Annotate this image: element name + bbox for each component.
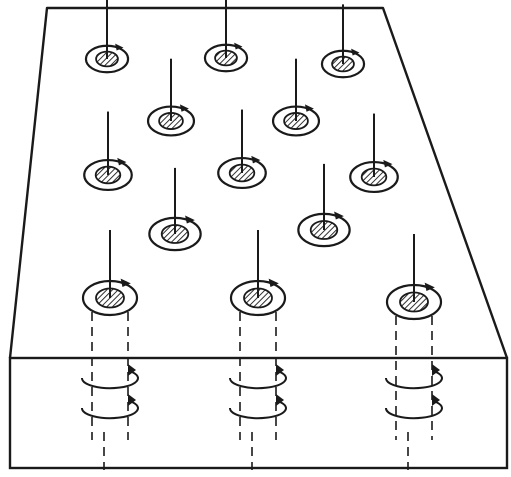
circulation-arrowhead	[383, 159, 393, 168]
circulation-arrowhead	[179, 104, 189, 112]
vortex-7	[217, 109, 267, 190]
vortex-13	[385, 234, 443, 321]
induced-current-loop	[80, 401, 139, 420]
flux-tube-3	[384, 316, 443, 470]
induced-current-loop	[228, 371, 287, 390]
vortex-field	[80, 0, 443, 470]
induced-current-loop	[384, 371, 443, 390]
vortex-4	[146, 58, 196, 137]
induced-current-loop	[80, 371, 139, 390]
coil-arrowhead	[276, 364, 284, 376]
circulation-arrowhead	[251, 155, 261, 164]
circulation-arrowhead	[234, 42, 243, 50]
vortex-6	[83, 111, 133, 192]
circulation-arrowhead	[334, 211, 344, 220]
circulation-arrowhead	[117, 157, 127, 166]
induced-current-loop	[228, 401, 287, 420]
circulation-arrowhead	[120, 278, 131, 287]
circulation-arrowhead	[115, 43, 124, 51]
induced-current-loop	[384, 401, 443, 420]
circulation-arrowhead	[185, 215, 195, 224]
vortex-2	[203, 0, 249, 73]
coil-arrowhead	[432, 394, 440, 406]
flux-tube-2	[228, 312, 287, 470]
circulation-arrowhead	[424, 282, 435, 291]
vortex-3	[320, 4, 366, 79]
slab-front-face	[8, 356, 509, 470]
coil-arrowhead	[276, 394, 284, 406]
coil-arrowhead	[128, 394, 136, 406]
coil-arrowhead	[128, 364, 136, 376]
vortex-5	[271, 58, 321, 137]
vortex-12	[229, 230, 287, 317]
vortex-8	[349, 113, 399, 194]
circulation-arrowhead	[351, 48, 360, 56]
circulation-arrowhead	[304, 104, 314, 112]
coil-arrowhead	[432, 364, 440, 376]
slab-top-edges	[8, 6, 509, 359]
flux-tube-1	[80, 312, 139, 470]
circulation-arrowhead	[268, 278, 279, 287]
vortex-10	[297, 163, 351, 248]
vortex-11	[81, 230, 139, 317]
vortex-1	[84, 0, 130, 74]
vortex-9	[148, 167, 202, 252]
